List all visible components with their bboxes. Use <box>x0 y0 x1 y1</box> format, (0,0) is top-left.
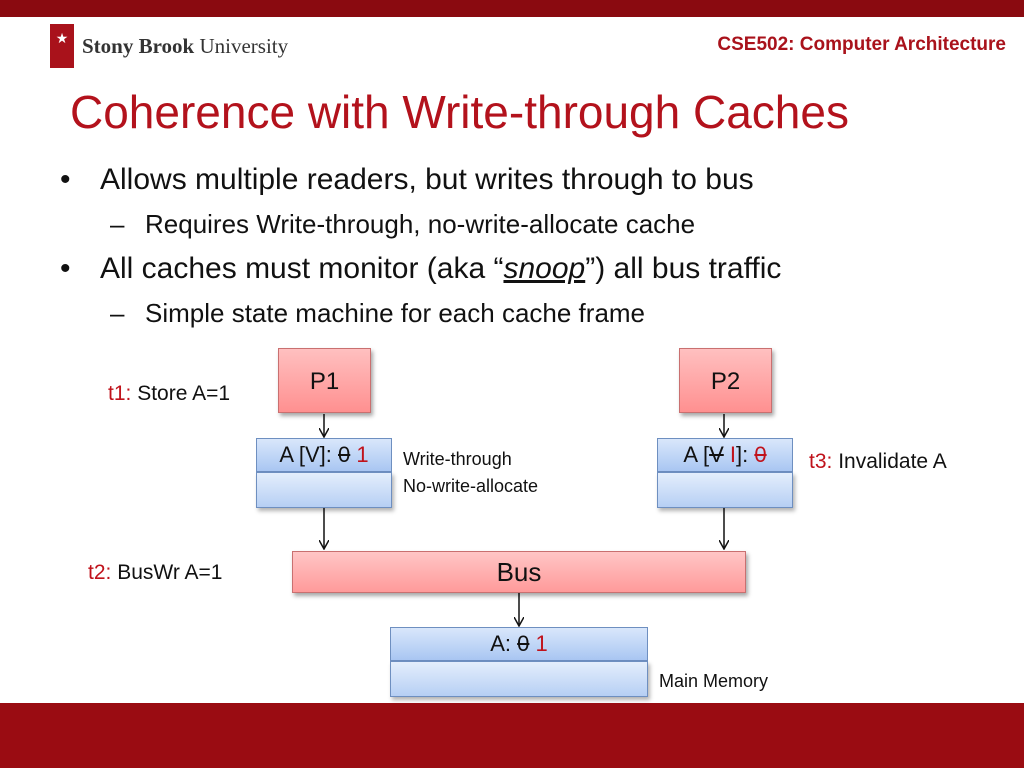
memory-old-value: 0 <box>517 631 530 656</box>
slide-title: Coherence with Write-through Caches <box>70 86 849 138</box>
main-memory-label: Main Memory <box>659 671 769 691</box>
t3-tag: t3: <box>809 450 833 473</box>
t2-label: t2: BusWr A=1 <box>88 561 222 585</box>
cache1-old-value: 0 <box>338 442 351 467</box>
cache2-old-state: V <box>709 442 724 467</box>
sub-bullet-1-glyph: – <box>110 209 125 239</box>
cache1-line-empty <box>256 472 392 508</box>
bullet-2: • <box>60 251 71 287</box>
memory-line-a: A: 0 1 <box>390 627 648 661</box>
cache2-prefix: A [ <box>683 442 710 467</box>
processor-p2: P2 <box>679 348 772 413</box>
cache2-new-state: I <box>729 442 737 467</box>
course-title: CSE502: Computer Architecture <box>717 34 1006 55</box>
bullet-2-text-after: ”) all bus traffic <box>585 252 782 285</box>
cache2-line-a: A [V I]: 0 <box>657 438 793 472</box>
bullet-glyph: • <box>60 163 71 196</box>
bus: Bus <box>292 551 746 593</box>
top-banner <box>0 0 1024 17</box>
t3-text: Invalidate A <box>838 450 947 473</box>
shield-icon: ★ <box>50 24 74 68</box>
sub-bullet-2-glyph: – <box>110 298 125 328</box>
memory-new-value: 1 <box>535 631 548 656</box>
university-logo: ★ Stony Brook University <box>50 24 288 68</box>
university-name-part1: Stony Brook <box>82 33 195 58</box>
university-name: Stony Brook University <box>82 34 288 59</box>
t2-text: BusWr A=1 <box>117 561 223 584</box>
cache1-line-a: A [V]: 0 1 <box>256 438 392 472</box>
bullet-1: • <box>60 162 71 198</box>
memory-line-empty <box>390 661 648 697</box>
sub-bullet-2-text: Simple state machine for each cache fram… <box>145 298 646 328</box>
t1-text: Store A=1 <box>137 382 231 405</box>
bullet-2-text: All caches must monitor (aka “snoop”) al… <box>100 251 781 287</box>
t1-label: t1: Store A=1 <box>108 382 230 406</box>
bullet-2-text-before: All caches must monitor (aka “ <box>100 252 504 285</box>
snoop-emphasis: snoop <box>503 252 586 285</box>
bullet-glyph: • <box>60 252 71 285</box>
bullet-1-text: Allows multiple readers, but writes thro… <box>100 163 754 196</box>
cache1-note-line2: No-write-allocate <box>403 476 539 496</box>
memory-prefix: A: <box>490 631 518 656</box>
cache2-line-empty <box>657 472 793 508</box>
sub-bullet-1-text: Requires Write-through, no-write-allocat… <box>145 209 696 239</box>
cache2-old-value: 0 <box>754 442 767 467</box>
t1-tag: t1: <box>108 382 132 405</box>
cache1-prefix: A [V]: <box>279 442 339 467</box>
cache1-note-line1: Write-through <box>403 449 512 469</box>
university-name-part2: University <box>199 33 289 58</box>
processor-p1: P1 <box>278 348 371 413</box>
t2-tag: t2: <box>88 561 112 584</box>
cache2-mid: ]: <box>736 442 755 467</box>
star-icon: ★ <box>55 31 69 47</box>
cache1-new-value: 1 <box>356 442 369 467</box>
bottom-banner <box>0 703 1024 768</box>
t3-label: t3: Invalidate A <box>809 450 947 474</box>
